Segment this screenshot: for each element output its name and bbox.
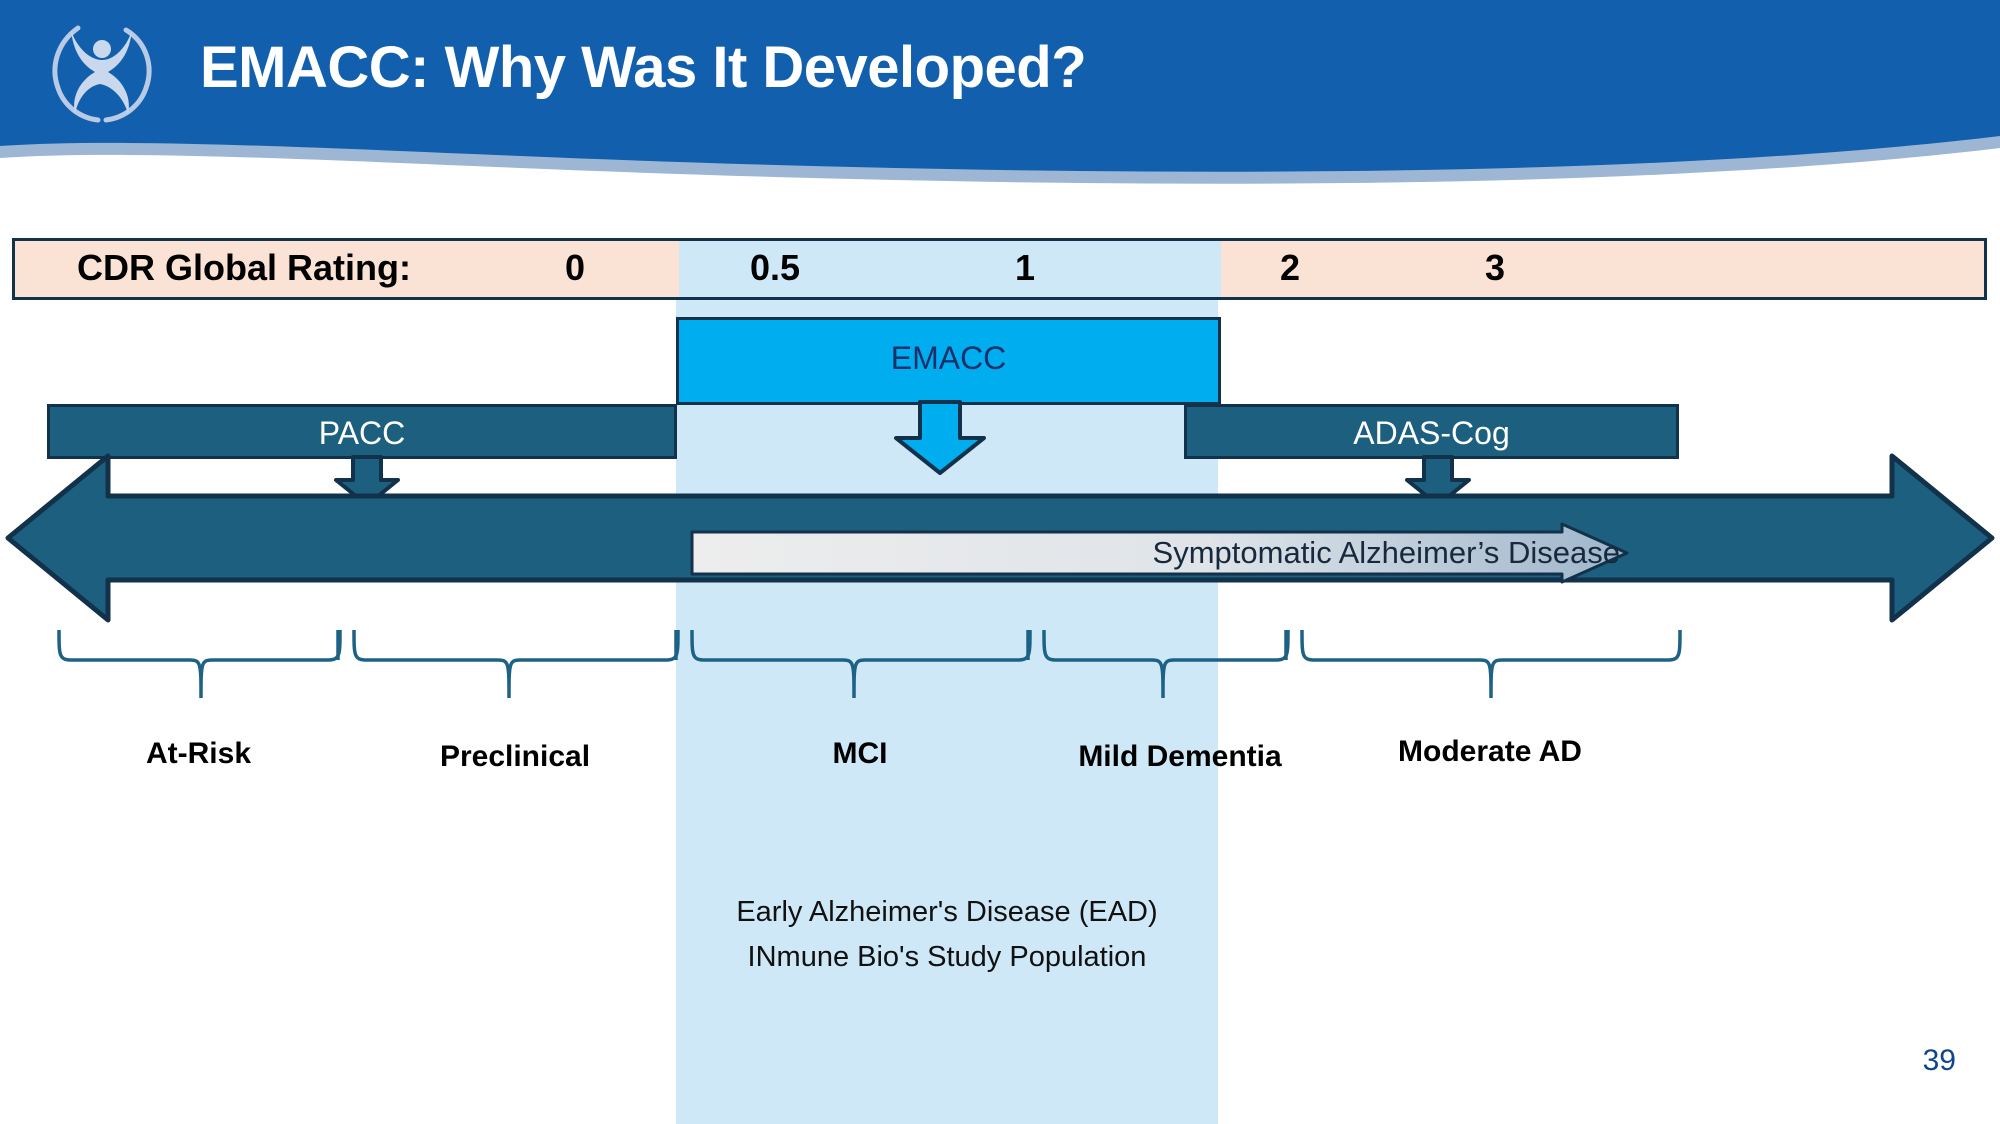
- cdr-global-rating-bar: CDR Global Rating: 0 0.5 1 2 3: [12, 238, 1987, 300]
- emacc-down-arrow-icon: [894, 400, 986, 475]
- cdr-value-0: 0: [565, 247, 586, 288]
- adas-cog-instrument-box: ADAS-Cog: [1184, 404, 1679, 459]
- pacc-label: PACC: [318, 415, 406, 451]
- adas-cog-down-arrow-icon: [1405, 455, 1471, 507]
- emacc-instrument-box: EMACC: [676, 317, 1221, 405]
- cdr-value-1: 1: [1015, 247, 1036, 288]
- stage-label-preclinical: Preclinical: [439, 740, 591, 773]
- ead-study-population-caption: Early Alzheimer's Disease (EAD) INmune B…: [676, 890, 1218, 980]
- symptomatic-ad-arrow: [690, 522, 1629, 584]
- cdr-value-0-5: 0.5: [750, 247, 801, 288]
- pacc-down-arrow-icon: [334, 455, 400, 507]
- symptomatic-ad-label: Symptomatic Alzheimer’s Disease: [1152, 535, 1620, 570]
- stage-label-moderate-ad: Moderate AD: [1398, 735, 1582, 768]
- ead-caption-line-1: Early Alzheimer's Disease (EAD): [736, 896, 1158, 928]
- stage-label-mild-dementia: Mild Dementia: [1078, 740, 1282, 773]
- cdr-highlight-segment: [679, 241, 1221, 297]
- adas-cog-label: ADAS-Cog: [1353, 415, 1510, 451]
- cdr-value-2: 2: [1280, 247, 1301, 288]
- inmune-bio-figure-logo: [52, 25, 152, 123]
- pacc-instrument-box: PACC: [47, 404, 677, 459]
- ead-caption-line-2: INmune Bio's Study Population: [747, 941, 1147, 973]
- cdr-value-3: 3: [1485, 247, 1506, 288]
- page-title: EMACC: Why Was It Developed?: [200, 35, 1087, 100]
- header-wave-shape: [0, 0, 2000, 184]
- slide-header: EMACC: Why Was It Developed?: [0, 0, 2000, 200]
- stage-braces: [57, 629, 1682, 699]
- slide-number: 39: [1922, 1044, 1956, 1077]
- emacc-label: EMACC: [890, 340, 1007, 376]
- stage-label-at-risk: At-Risk: [145, 737, 251, 770]
- stage-label-mci: MCI: [832, 737, 888, 770]
- cdr-rating-label: CDR Global Rating:: [77, 247, 411, 288]
